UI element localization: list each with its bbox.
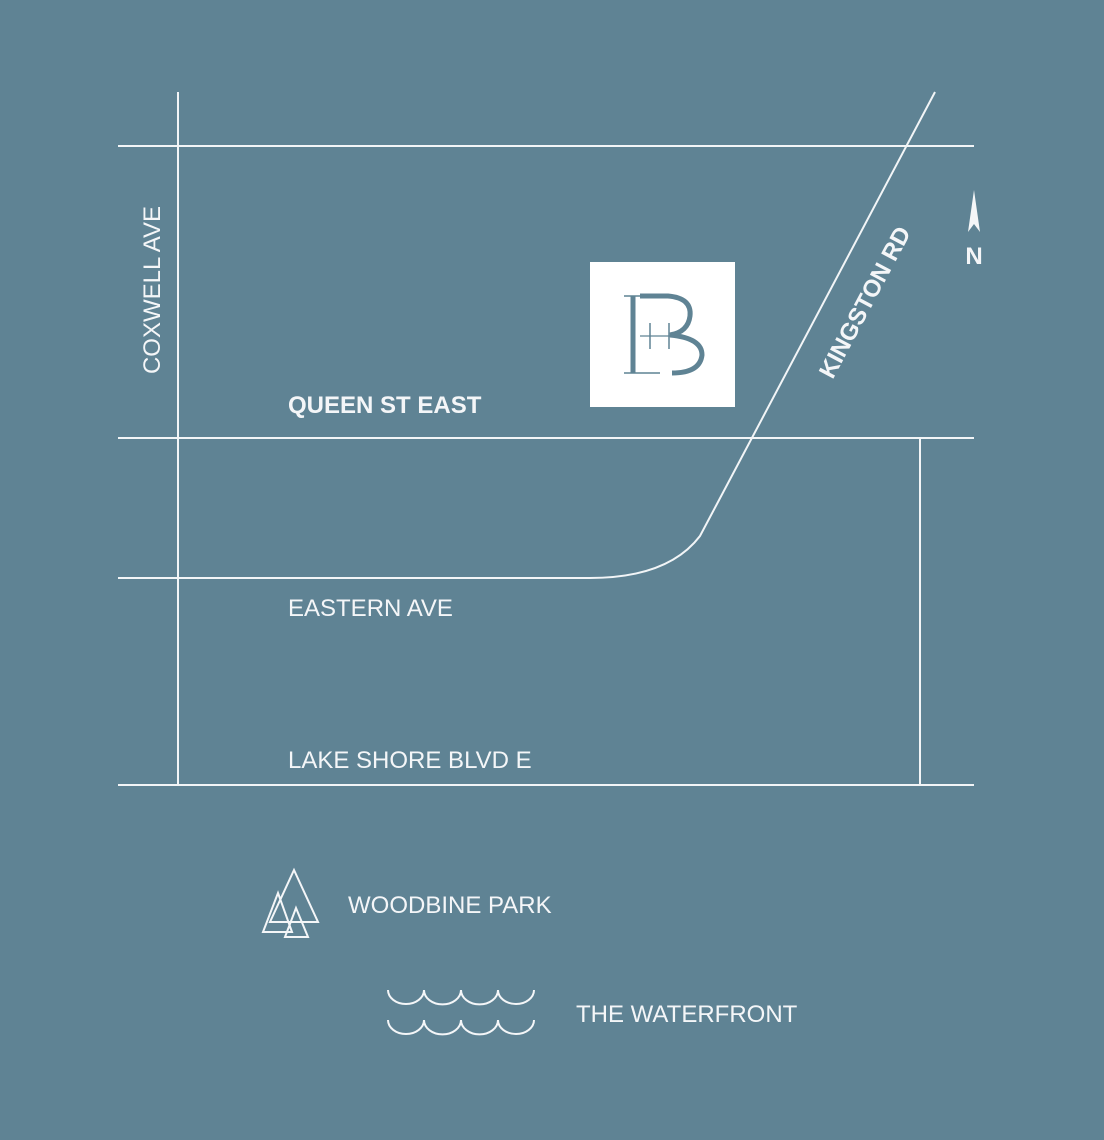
north-label: N bbox=[965, 243, 982, 270]
building-logo bbox=[590, 262, 735, 407]
label-queen-st-east: QUEEN ST EAST bbox=[288, 392, 482, 419]
legend-woodbine-park: WOODBINE PARK bbox=[348, 892, 552, 919]
label-coxwell-ave: COXWELL AVE bbox=[139, 206, 166, 374]
road-kingston-eastern bbox=[118, 91, 936, 579]
waves-icon bbox=[387, 989, 535, 1036]
north-arrow-icon bbox=[968, 190, 980, 232]
label-lake-shore-blvd: LAKE SHORE BLVD E bbox=[288, 747, 532, 774]
label-eastern-ave: EASTERN AVE bbox=[288, 595, 453, 622]
trees-icon bbox=[261, 867, 320, 938]
legend-the-waterfront: THE WATERFRONT bbox=[576, 1001, 798, 1028]
